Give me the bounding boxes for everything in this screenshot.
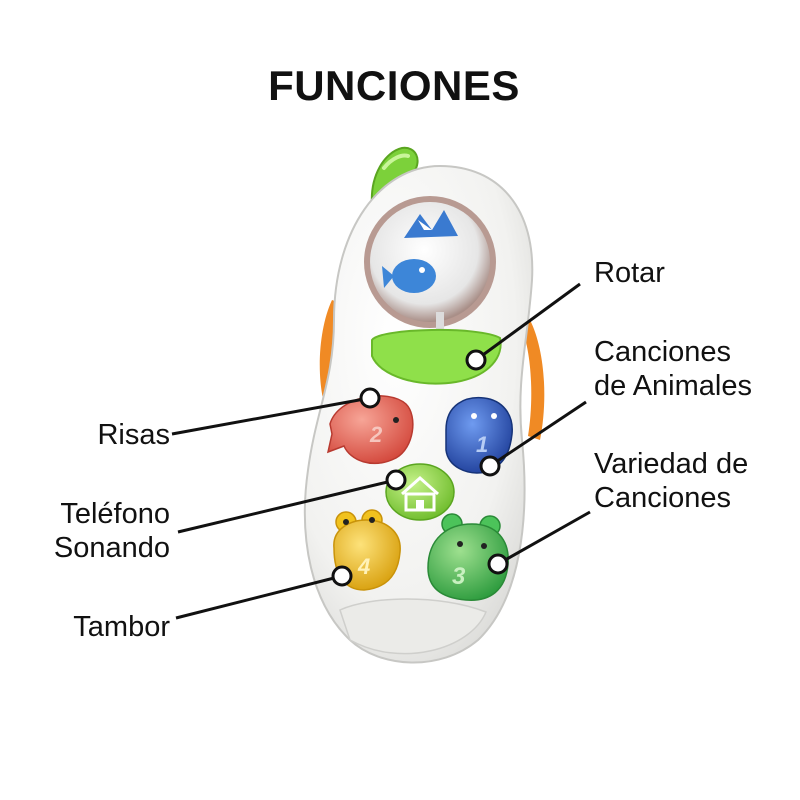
frog-number: 4: [357, 554, 370, 579]
dot-tambor: [331, 565, 353, 587]
rotate-button[interactable]: [371, 329, 502, 385]
fish-button[interactable]: 2: [326, 395, 414, 465]
label-canciones-animales-line1: Canciones: [594, 336, 732, 368]
dot-canciones-animales: [479, 455, 501, 477]
right-side-grip: [520, 320, 545, 440]
leader-lines: [171, 282, 591, 620]
label-risas: Risas: [70, 418, 170, 452]
penguin-number: 1: [476, 432, 488, 457]
page-title: FUNCIONES: [268, 62, 520, 109]
label-canciones-animales-line2: de Animales: [594, 370, 752, 402]
leader-dots: [331, 349, 509, 587]
dot-risas: [359, 387, 381, 409]
rotating-ball[interactable]: [364, 196, 496, 340]
dot-telefono: [385, 469, 407, 491]
label-variedad-line2: Canciones: [594, 482, 732, 514]
label-variedad-line1: Variedad de: [594, 448, 749, 480]
label-telefono-line2: Sonando: [53, 532, 170, 564]
leader-telefono: [177, 478, 397, 534]
dot-variedad: [487, 553, 509, 575]
fish-number: 2: [369, 422, 383, 447]
bottom-bumper: [339, 598, 487, 655]
label-rotar-text: Rotar: [594, 257, 665, 289]
house-icon: [401, 475, 439, 512]
label-canciones-animales: Canciones de Animales: [594, 335, 752, 403]
leader-rotar: [475, 282, 581, 362]
leader-variedad: [497, 510, 591, 566]
label-rotar: Rotar: [594, 256, 665, 290]
label-tambor: Tambor: [40, 610, 170, 644]
label-telefono: Teléfono Sonando: [20, 497, 170, 565]
label-variedad: Variedad de Canciones: [594, 447, 748, 515]
leader-canciones-animales: [489, 400, 587, 468]
leader-risas: [171, 396, 371, 436]
bear-button[interactable]: 3: [427, 513, 509, 601]
leader-tambor: [175, 574, 343, 620]
label-risas-text: Risas: [97, 419, 170, 451]
label-telefono-line1: Teléfono: [60, 498, 170, 530]
dot-rotar: [465, 349, 487, 371]
penguin-button[interactable]: 1: [445, 396, 513, 474]
bear-number: 3: [452, 563, 466, 590]
label-tambor-text: Tambor: [73, 611, 170, 643]
